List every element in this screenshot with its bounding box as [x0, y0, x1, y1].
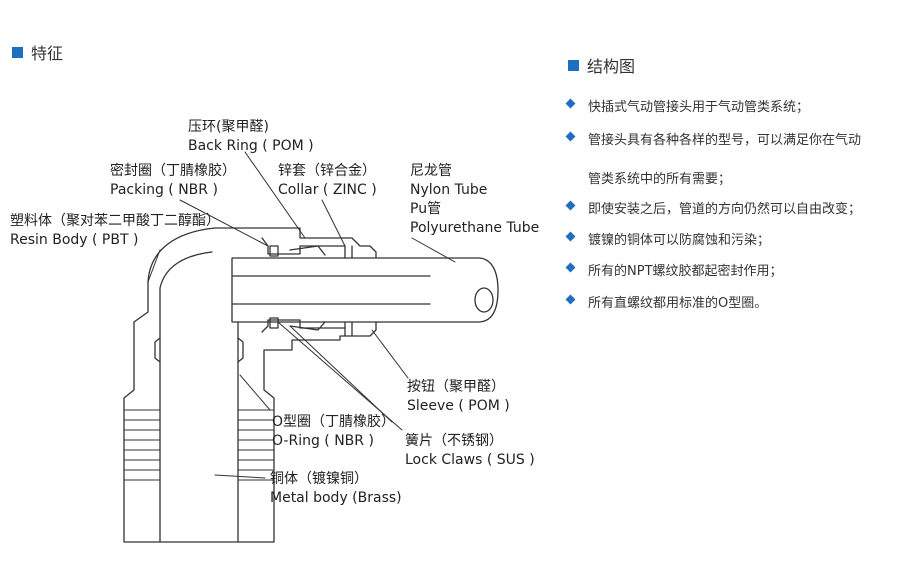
lock-claw-top: [289, 245, 326, 256]
list-item: 所有的NPT螺纹胶都起密封作用；: [565, 260, 861, 279]
label-tube: 尼龙管 Nylon Tube Pu管 Polyurethane Tube: [410, 163, 540, 236]
label-metal-body: 铜体（镀镍铜） Metal body (Brass): [270, 471, 402, 506]
list-item: 即使安装之后，管道的方向仍然可以自由改变；: [565, 198, 861, 217]
label-back-ring: 压环(聚甲醛) Back Ring ( POM ): [188, 119, 314, 154]
thread-lines: [123, 409, 275, 481]
structure-heading-text: 结构图: [587, 57, 636, 76]
tube: [231, 257, 499, 323]
thread-notch: [237, 337, 244, 363]
list-item-continuation: 管类系统中的所有需要；: [588, 172, 732, 187]
lock-claw-bottom: [289, 321, 326, 331]
tube-end: [474, 287, 494, 313]
packing-ring: [269, 317, 279, 329]
sleeve-top: [344, 245, 353, 259]
label-lock-claws: 簧片（不锈钢） Lock Claws ( SUS ): [405, 433, 535, 468]
list-item: 镀镍的铜体可以防腐蚀和污染；: [565, 229, 861, 248]
thread-notch: [154, 337, 161, 363]
blue-square-icon: [12, 46, 23, 58]
packing-ring: [269, 245, 279, 257]
label-packing: 密封圈（丁腈橡胶） Packing ( NBR ): [110, 163, 236, 198]
blue-square-icon: [568, 59, 579, 71]
features-heading-text: 特征: [31, 44, 64, 63]
features-heading: 特征: [12, 40, 63, 64]
list-item: 快插式气动管接头用于气动管类系统；: [565, 96, 861, 116]
feature-list: 快插式气动管接头用于气动管类系统； 管接头具有各种各样的型号，可以满足你在气动 …: [565, 96, 861, 311]
label-o-ring: O型圈（丁腈橡胶） O-Ring ( NBR ): [272, 414, 396, 449]
leader-lines: [147, 151, 456, 479]
label-sleeve: 按钮（聚甲醛） Sleeve ( POM ): [407, 379, 510, 414]
structure-heading: 结构图: [568, 53, 635, 77]
collar-top: [261, 237, 346, 255]
list-item: 管接头具有各种各样的型号，可以满足你在气动: [565, 129, 861, 148]
label-collar: 锌套（锌合金） Collar ( ZINC ): [278, 163, 377, 198]
bore-elbow: [159, 251, 213, 289]
label-resin-body: 塑料体（聚对苯二甲酸丁二醇酯） Resin Body ( PBT ): [10, 213, 220, 248]
list-item: 所有直螺纹都用标准的O型圈。: [565, 292, 861, 311]
sleeve-bottom: [344, 321, 353, 337]
